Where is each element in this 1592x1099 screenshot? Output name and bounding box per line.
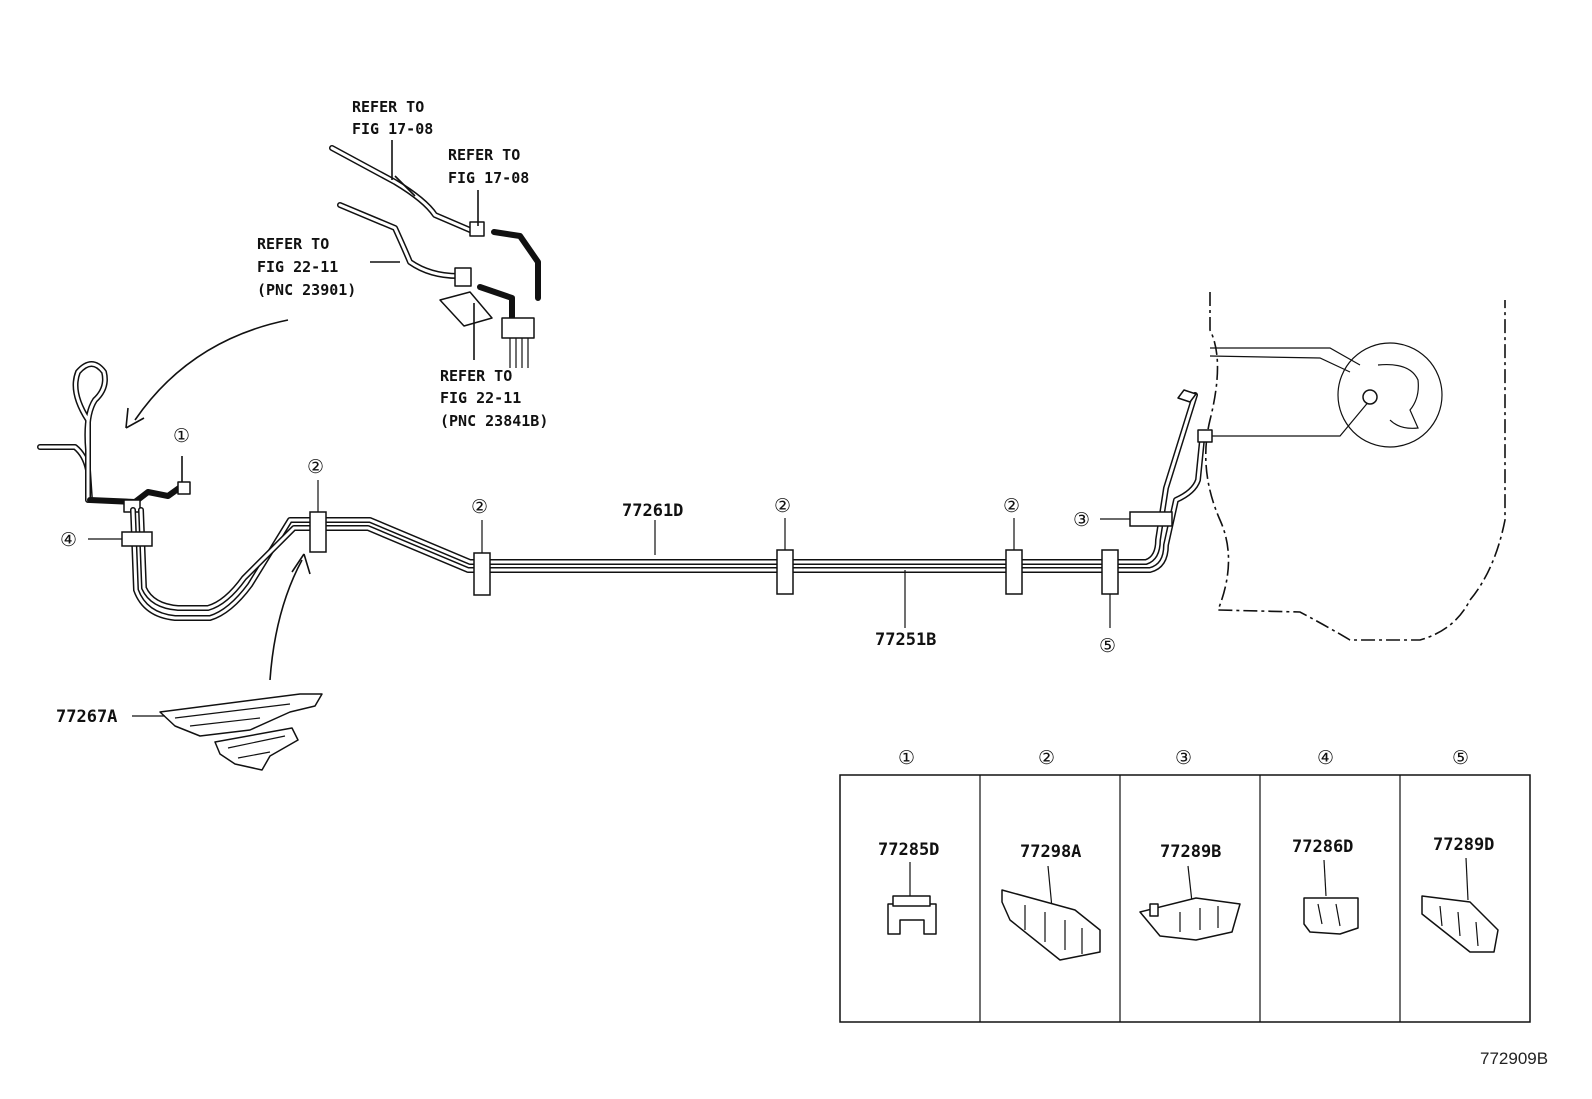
part-label-77251B: 77251B: [875, 630, 936, 650]
callout-2-b: ②: [471, 496, 488, 518]
table-part-77285D: 77285D: [878, 840, 939, 860]
callout-2-d: ②: [1003, 495, 1020, 517]
table-key-4: ④: [1317, 747, 1334, 769]
table-key-3: ③: [1175, 747, 1192, 769]
main-fuel-tubes: [130, 392, 1205, 621]
clamp-77286D-drawing: [1303, 859, 1359, 935]
table-key-5: ⑤: [1452, 747, 1469, 769]
clamp-77289B-drawing: [1139, 865, 1241, 941]
clamp-77289D-drawing: [1421, 857, 1499, 953]
figure-id: 772909B: [1480, 1049, 1548, 1068]
ref-fig-22-11-b-line3: (PNC 23841B): [440, 412, 548, 430]
table-key-2: ②: [1038, 747, 1055, 769]
clamp-77285D-drawing: [887, 862, 937, 935]
callouts: ① ② ② ② ② ③ ④ ⑤: [60, 425, 1130, 657]
callout-2-c: ②: [774, 495, 791, 517]
rear-section: [1177, 292, 1506, 641]
ref-fig-22-11-b-line1: REFER TO: [440, 367, 512, 385]
protector-part: [132, 693, 323, 771]
ref-fig-17-08-a-line1: REFER TO: [352, 98, 424, 116]
ref-fig-22-11-b-line2: FIG 22-11: [440, 389, 521, 407]
part-label-77267A: 77267A: [56, 707, 117, 727]
callout-3: ③: [1073, 509, 1090, 531]
upper-inset: [329, 140, 541, 368]
part-label-77261D: 77261D: [622, 501, 683, 521]
callout-1-top: ①: [173, 425, 190, 447]
ref-fig-22-11-a-line1: REFER TO: [257, 235, 329, 253]
table-part-77286D: 77286D: [1292, 837, 1353, 857]
table-part-77289B: 77289B: [1160, 842, 1221, 862]
ref-fig-17-08-b-line2: FIG 17-08: [448, 169, 529, 187]
ref-fig-17-08-a-line2: FIG 17-08: [352, 120, 433, 138]
callout-2-a: ②: [307, 456, 324, 478]
clamp-table: ① ② ③ ④ ⑤ 77285D 77298A 77289B 77286D 77…: [839, 747, 1531, 1023]
front-pipe-section: [37, 361, 191, 513]
ref-fig-22-11-a-line3: (PNC 23901): [257, 281, 356, 299]
ref-fig-17-08-b-line1: REFER TO: [448, 146, 520, 164]
detail-arrows: [125, 319, 311, 681]
callout-5: ⑤: [1099, 635, 1116, 657]
clamp-77298A-drawing: [1001, 865, 1101, 961]
ref-fig-22-11-a-line2: FIG 22-11: [257, 258, 338, 276]
callout-4: ④: [60, 529, 77, 551]
table-part-77298A: 77298A: [1020, 842, 1081, 862]
table-key-1: ①: [898, 747, 915, 769]
table-part-77289D: 77289D: [1433, 835, 1494, 855]
